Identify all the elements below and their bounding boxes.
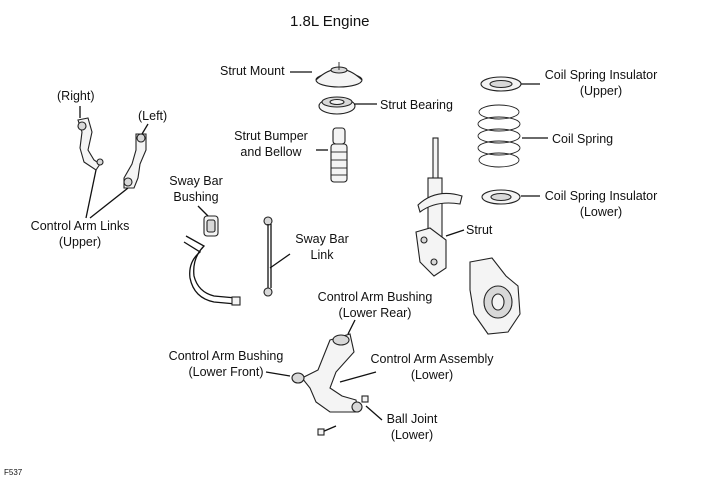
control-arm-links-label: Control Arm Links (Upper) <box>26 218 134 250</box>
knuckle-part <box>469 257 521 335</box>
ball-joint-label: Ball Joint (Lower) <box>380 411 444 443</box>
ca-bushing-front-label-line2: (Lower Front) <box>188 365 264 379</box>
sway-bar-link-label-line1: Sway Bar <box>295 232 349 246</box>
ca-bushing-front-label: Control Arm Bushing (Lower Front) <box>163 348 289 380</box>
strut-bumper-label-line2: and Bellow <box>240 145 302 159</box>
right-label: (Right) <box>57 89 95 103</box>
sway-bar-link-label-line2: Link <box>310 248 334 262</box>
control-arm-links-part <box>77 117 147 189</box>
coil-spring-label: Coil Spring <box>552 132 614 146</box>
coil-insulator-lower-part <box>481 189 521 205</box>
control-arm-links-label-line1: Control Arm Links <box>30 219 130 233</box>
sway-bar-link-part <box>263 216 273 297</box>
ca-bushing-rear-label-line1: Control Arm Bushing <box>317 290 433 304</box>
strut-mount-label: Strut Mount <box>220 64 285 78</box>
ca-bushing-rear-label-line2: (Lower Rear) <box>338 306 412 320</box>
coil-insulator-lower-label: Coil Spring Insulator (Lower) <box>538 188 664 220</box>
coil-insulator-lower-label-line2: (Lower) <box>579 205 623 219</box>
strut-bearing-label: Strut Bearing <box>380 98 453 112</box>
leader-lines <box>79 71 548 421</box>
coil-insulator-upper-part <box>480 76 522 92</box>
diagram-title: 1.8L Engine <box>290 13 370 30</box>
ca-bushing-front-label-line1: Control Arm Bushing <box>168 349 284 363</box>
coil-insulator-lower-label-line1: Coil Spring Insulator <box>544 189 658 203</box>
strut-mount-part <box>315 62 363 88</box>
ca-assembly-label: Control Arm Assembly (Lower) <box>364 351 500 383</box>
sway-bar-part <box>183 215 241 306</box>
sway-bar-bushing-label-line2: Bushing <box>173 190 219 204</box>
figure-code: F537 <box>4 468 23 477</box>
strut-bumper-part <box>330 127 348 183</box>
strut-bumper-label-line1: Strut Bumper <box>234 129 308 143</box>
sway-bar-link-label: Sway Bar Link <box>292 231 352 263</box>
control-arm-links-label-line2: (Upper) <box>58 235 102 249</box>
left-label: (Left) <box>138 109 168 123</box>
ca-assembly-label-line2: (Lower) <box>410 368 454 382</box>
strut-bearing-part <box>318 96 356 115</box>
ca-bushing-rear-label: Control Arm Bushing (Lower Rear) <box>312 289 438 321</box>
coil-spring-part <box>477 104 521 168</box>
ca-assembly-label-line1: Control Arm Assembly <box>370 352 494 366</box>
sway-bar-bushing-label-line1: Sway Bar <box>169 174 223 188</box>
control-arm-assembly-part <box>291 333 369 436</box>
strut-label: Strut <box>466 223 493 237</box>
ball-joint-label-line2: (Lower) <box>390 428 434 442</box>
strut-bumper-label: Strut Bumper and Bellow <box>226 128 316 160</box>
strut-part <box>415 137 463 277</box>
coil-insulator-upper-label-line1: Coil Spring Insulator <box>544 68 658 82</box>
ball-joint-label-line1: Ball Joint <box>386 412 438 426</box>
coil-insulator-upper-label: Coil Spring Insulator (Upper) <box>538 67 664 99</box>
sway-bar-bushing-label: Sway Bar Bushing <box>166 173 226 205</box>
coil-insulator-upper-label-line2: (Upper) <box>579 84 623 98</box>
